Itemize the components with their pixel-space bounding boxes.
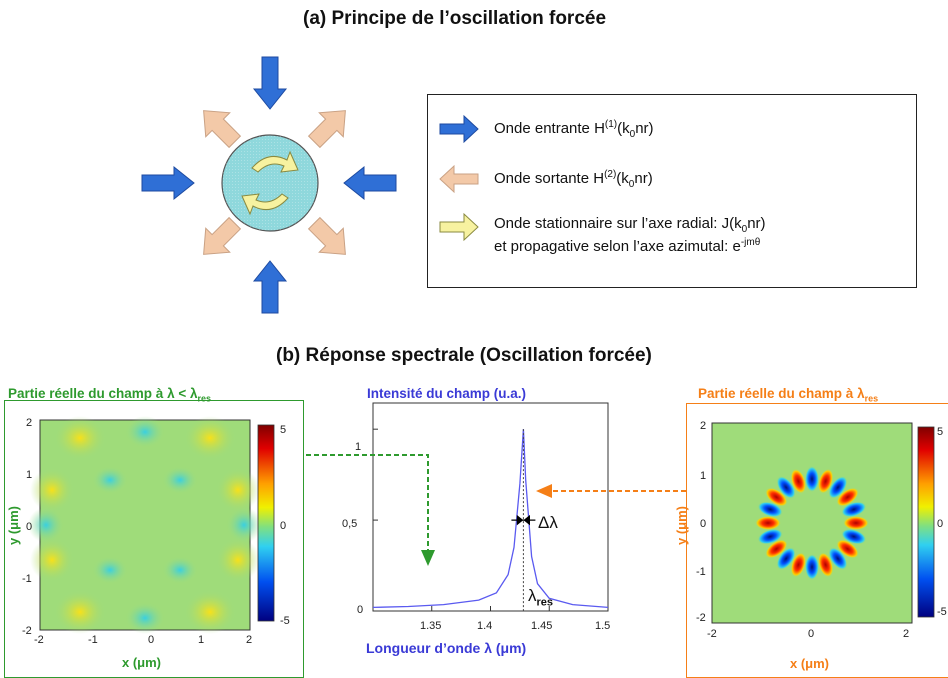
left-x-tick: 0 (148, 634, 155, 646)
negative-lobe (805, 466, 819, 492)
left-panel-label: Partie réelle du champ à λ < λres (8, 386, 211, 404)
positive-lobe (765, 487, 788, 507)
right-field-map (711, 422, 935, 624)
positive-lobe (817, 552, 834, 578)
spectrum-y-tick: 0,5 (342, 518, 358, 530)
positive-lobe (790, 552, 807, 578)
right-y-tick: 1 (700, 470, 707, 482)
right-y-tick: 0 (700, 518, 707, 530)
left-x-tick: 1 (198, 634, 205, 646)
spectrum-y-tick: 1 (355, 441, 362, 453)
part-b-title: (b) Réponse spectrale (Oscillation forcé… (276, 345, 652, 366)
legend-icons (439, 114, 479, 242)
negative-lobe (828, 476, 848, 499)
negative-lobe (828, 547, 848, 570)
left-y-tick: 2 (26, 417, 33, 429)
spectrum-x-tick: 1.45 (531, 620, 553, 632)
outgoing-arrows (203, 110, 346, 255)
spectrum-chart (372, 402, 609, 612)
positive-lobe (765, 539, 788, 559)
resonance-ring-lobes (755, 466, 869, 580)
left-colorbar (257, 424, 275, 622)
outgoing-legend-icon (439, 164, 479, 194)
left-y-tick: -2 (22, 625, 32, 637)
right-cbar-tick: -5 (937, 606, 947, 618)
spectrum-x-tick: 1.5 (595, 620, 611, 632)
left-cbar-tick: 0 (280, 520, 287, 532)
legend-box: Onde entrante H(1)(k0nr) Onde sortante H… (427, 94, 917, 288)
negative-lobe (757, 528, 783, 545)
outgoing-label: Onde sortante H(2)(k0nr) (494, 169, 653, 190)
standing-legend-icon (439, 212, 479, 242)
spectrum-frame (372, 402, 609, 612)
delta-lambda-label: Δλ (538, 513, 558, 532)
left-field-map (28, 416, 275, 634)
spectrum-y-tick: 0 (357, 604, 364, 616)
right-cbar-tick: 0 (937, 518, 944, 530)
incoming-label: Onde entrante H(1)(k0nr) (494, 119, 654, 140)
left-y-tick: 1 (26, 469, 33, 481)
left-field-blobs (28, 416, 262, 634)
standing-label-line1: Onde stationnaire sur l’axe radial: J(k0… (494, 215, 766, 235)
lambda-res-label: λres (528, 586, 554, 609)
rotation-arrows (241, 150, 299, 216)
right-colorbar (917, 426, 935, 618)
positive-lobe (755, 516, 781, 530)
spectrum-title: Intensité du champ (u.a.) (367, 386, 527, 401)
positive-lobe (836, 539, 859, 559)
positive-lobe (836, 487, 859, 507)
positive-lobe (790, 468, 807, 494)
spectrum-curve (372, 429, 609, 609)
spectrum-x-tick: 1.4 (477, 620, 493, 632)
negative-lobe (757, 501, 783, 518)
part-a-title: (a) Principe de l’oscillation forcée (303, 8, 607, 29)
right-y-tick: 2 (700, 420, 707, 432)
left-y-tick: 0 (26, 521, 33, 533)
left-y-tick: -1 (22, 573, 32, 585)
negative-lobe (841, 501, 867, 518)
negative-lobe (805, 554, 819, 580)
linewidth-arrow (511, 514, 536, 526)
positive-lobe (817, 468, 834, 494)
standing-label-line2: et propagative selon l’axe azimutal: e-j… (494, 237, 761, 255)
right-x-title: x (μm) (790, 656, 830, 671)
incoming-arrows (141, 56, 397, 314)
left-x-title: x (μm) (122, 655, 162, 670)
right-y-title: y (μm) (674, 505, 690, 546)
right-y-tick: -2 (696, 612, 706, 624)
left-y-title: y (μm) (6, 505, 22, 546)
left-cbar-tick: 5 (280, 424, 287, 436)
spectrum-x-tick: 1.35 (420, 620, 442, 632)
negative-lobe (841, 528, 867, 545)
negative-lobe (776, 476, 796, 499)
negative-lobe (776, 547, 796, 570)
spectrum-x-title: Longueur d’onde λ (μm) (366, 640, 527, 656)
right-x-tick: 2 (903, 628, 910, 640)
right-y-tick: -1 (696, 566, 706, 578)
left-cbar-tick: -5 (280, 615, 290, 627)
right-x-tick: -2 (707, 628, 717, 640)
positive-lobe (843, 516, 869, 530)
left-x-tick: 2 (246, 634, 253, 646)
left-x-tick: -2 (34, 634, 44, 646)
incoming-legend-icon (439, 114, 479, 144)
right-panel-label: Partie réelle du champ à λres (698, 386, 879, 404)
left-x-tick: -1 (88, 634, 98, 646)
right-cbar-tick: 5 (937, 426, 944, 438)
right-x-tick: 0 (808, 628, 815, 640)
